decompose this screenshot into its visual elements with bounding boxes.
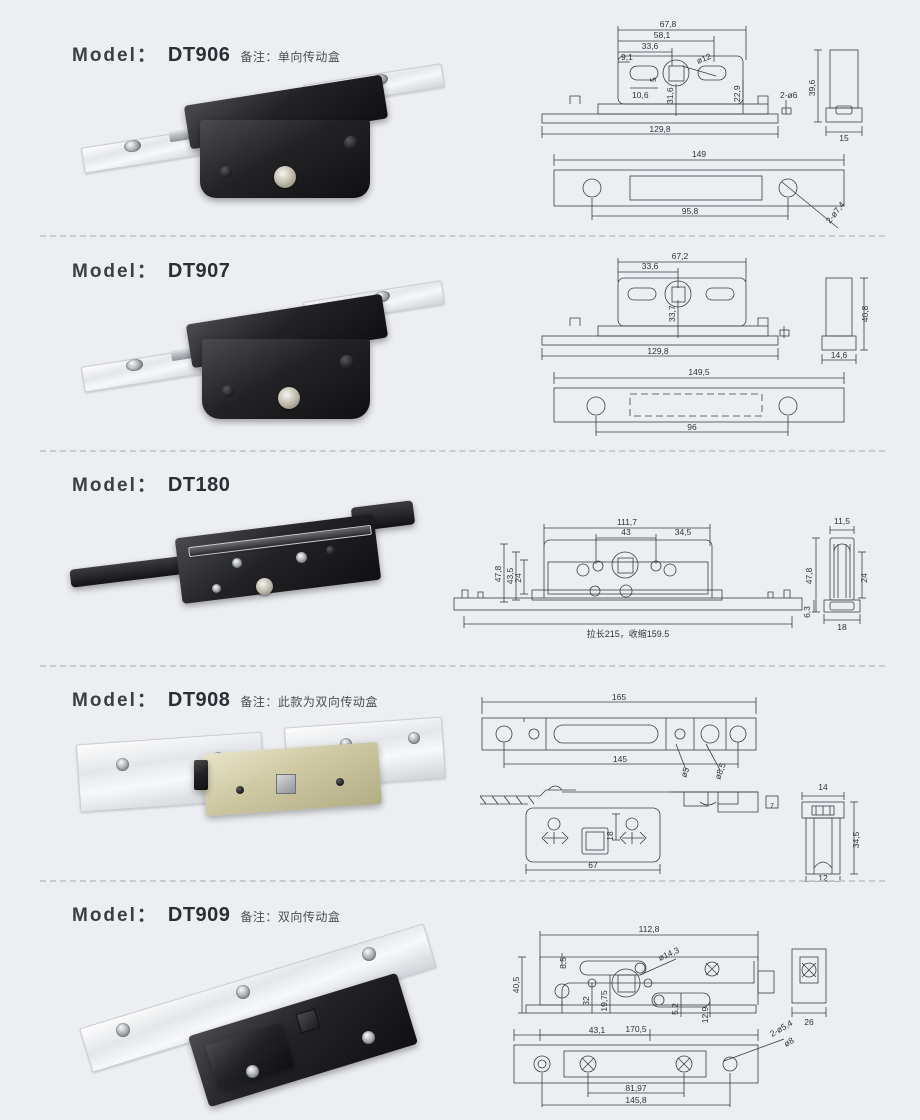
model-line-dt909: Model： DT909 备注：双向传动盒 — [72, 900, 340, 927]
svg-text:9,1: 9,1 — [621, 52, 633, 62]
svg-text:2-ø7,4: 2-ø7,4 — [824, 200, 847, 226]
svg-text:34,5: 34,5 — [851, 831, 861, 848]
svg-text:39,6: 39,6 — [807, 79, 817, 96]
section-divider — [40, 235, 885, 237]
svg-text:ø5: ø5 — [678, 766, 691, 779]
svg-text:6,3: 6,3 — [802, 606, 812, 618]
svg-text:145: 145 — [613, 754, 627, 764]
svg-text:33,6: 33,6 — [642, 261, 659, 271]
svg-text:19,75: 19,75 — [599, 990, 609, 1012]
svg-text:24: 24 — [513, 573, 523, 583]
svg-text:112,8: 112,8 — [639, 924, 660, 934]
svg-text:145,8: 145,8 — [625, 1095, 647, 1105]
svg-text:111,7: 111,7 — [617, 517, 637, 527]
svg-text:7: 7 — [770, 803, 774, 810]
model-label: Model： — [72, 475, 158, 496]
svg-text:149: 149 — [692, 149, 706, 159]
model-code: DT906 — [167, 44, 231, 66]
svg-text:67,8: 67,8 — [660, 19, 677, 29]
svg-text:24: 24 — [859, 573, 869, 583]
model-note: 备注：双向传动盒 — [240, 910, 341, 924]
svg-text:8,5: 8,5 — [558, 957, 568, 969]
section-divider — [40, 880, 885, 882]
svg-text:15: 15 — [839, 133, 849, 143]
svg-text:47,8: 47,8 — [493, 565, 503, 582]
svg-text:33,6: 33,6 — [642, 41, 659, 51]
svg-text:18: 18 — [837, 622, 847, 632]
svg-text:67: 67 — [588, 860, 598, 870]
svg-text:5,2: 5,2 — [670, 1003, 680, 1015]
svg-text:149,5: 149,5 — [688, 367, 710, 377]
svg-text:2-ø6: 2-ø6 — [780, 90, 798, 100]
svg-text:11,5: 11,5 — [834, 516, 850, 526]
model-label: Model： — [72, 905, 158, 926]
model-line-dt908: Model： DT908 备注：此款为双向传动盒 — [72, 685, 378, 712]
svg-text:81,97: 81,97 — [625, 1083, 647, 1093]
model-label: Model： — [72, 261, 158, 282]
svg-text:165: 165 — [612, 692, 626, 702]
section-divider — [40, 665, 885, 667]
model-code: DT909 — [167, 904, 231, 926]
model-code: DT907 — [167, 260, 231, 282]
svg-text:67,2: 67,2 — [672, 251, 689, 261]
svg-text:33,7: 33,7 — [667, 305, 677, 322]
svg-text:22,9: 22,9 — [732, 85, 742, 102]
svg-text:96: 96 — [687, 422, 697, 432]
svg-text:58,1: 58,1 — [654, 30, 671, 40]
svg-text:170,5: 170,5 — [625, 1024, 647, 1034]
svg-text:26: 26 — [804, 1017, 814, 1027]
svg-text:95,8: 95,8 — [682, 206, 699, 216]
svg-text:34,5: 34,5 — [675, 527, 692, 537]
model-line-dt906: Model： DT906 备注：单向传动盒 — [72, 40, 340, 67]
svg-text:拉长215，收缩159.5: 拉长215，收缩159.5 — [587, 628, 670, 639]
svg-text:18: 18 — [605, 831, 615, 841]
svg-text:43,5: 43,5 — [505, 567, 515, 584]
svg-text:5: 5 — [648, 77, 658, 82]
section-divider — [40, 450, 885, 452]
model-line-dt907: Model： DT907 — [72, 256, 240, 283]
model-label: Model： — [72, 690, 158, 711]
model-note: 备注：单向传动盒 — [240, 50, 341, 64]
technical-drawing-dt908: 165 145 ø5 ø8,5 — [470, 692, 910, 882]
svg-text:ø14,3: ø14,3 — [657, 945, 681, 963]
technical-drawing-dt180: 111,7 43 34,5 47,8 43,5 24 拉长215，收缩159.5 — [448, 512, 918, 647]
svg-text:40,5: 40,5 — [511, 976, 521, 993]
svg-text:43,1: 43,1 — [589, 1025, 606, 1035]
model-label: Model： — [72, 45, 158, 66]
svg-text:12: 12 — [818, 873, 828, 882]
svg-text:12,9: 12,9 — [700, 1006, 710, 1023]
svg-text:43: 43 — [621, 527, 631, 537]
model-code: DT908 — [167, 689, 231, 711]
product-photo-dt180 — [60, 500, 450, 635]
svg-text:ø12: ø12 — [695, 51, 713, 66]
technical-drawing-dt906: 67,8 58,1 33,6 9,1 10,6 5 ø12 31,6 22,9 … — [530, 8, 920, 238]
svg-text:32: 32 — [581, 996, 591, 1006]
product-photo-dt906 — [80, 63, 446, 213]
product-photo-dt908 — [75, 712, 448, 862]
model-note: 备注：此款为双向传动盒 — [240, 695, 378, 709]
svg-text:129,8: 129,8 — [649, 124, 671, 134]
svg-text:31,6: 31,6 — [665, 87, 675, 104]
svg-text:10,6: 10,6 — [632, 90, 649, 100]
svg-text:14: 14 — [818, 782, 828, 792]
svg-text:ø8: ø8 — [782, 1035, 796, 1049]
model-code: DT180 — [167, 474, 231, 496]
svg-text:129,8: 129,8 — [647, 346, 669, 356]
model-line-dt180: Model： DT180 — [72, 470, 240, 497]
technical-drawing-dt909: 112,8 40,5 32 8,5 ø14,3 19,75 5,2 12,9 4… — [500, 905, 920, 1115]
svg-text:14,6: 14,6 — [831, 350, 848, 360]
svg-text:40,8: 40,8 — [860, 305, 870, 322]
product-photo-dt909 — [70, 915, 460, 1110]
product-photo-dt907 — [80, 280, 446, 430]
technical-drawing-dt907: 67,2 33,6 33,7 129,8 40,8 14,6 — [530, 248, 920, 453]
svg-text:47,8: 47,8 — [804, 567, 814, 584]
